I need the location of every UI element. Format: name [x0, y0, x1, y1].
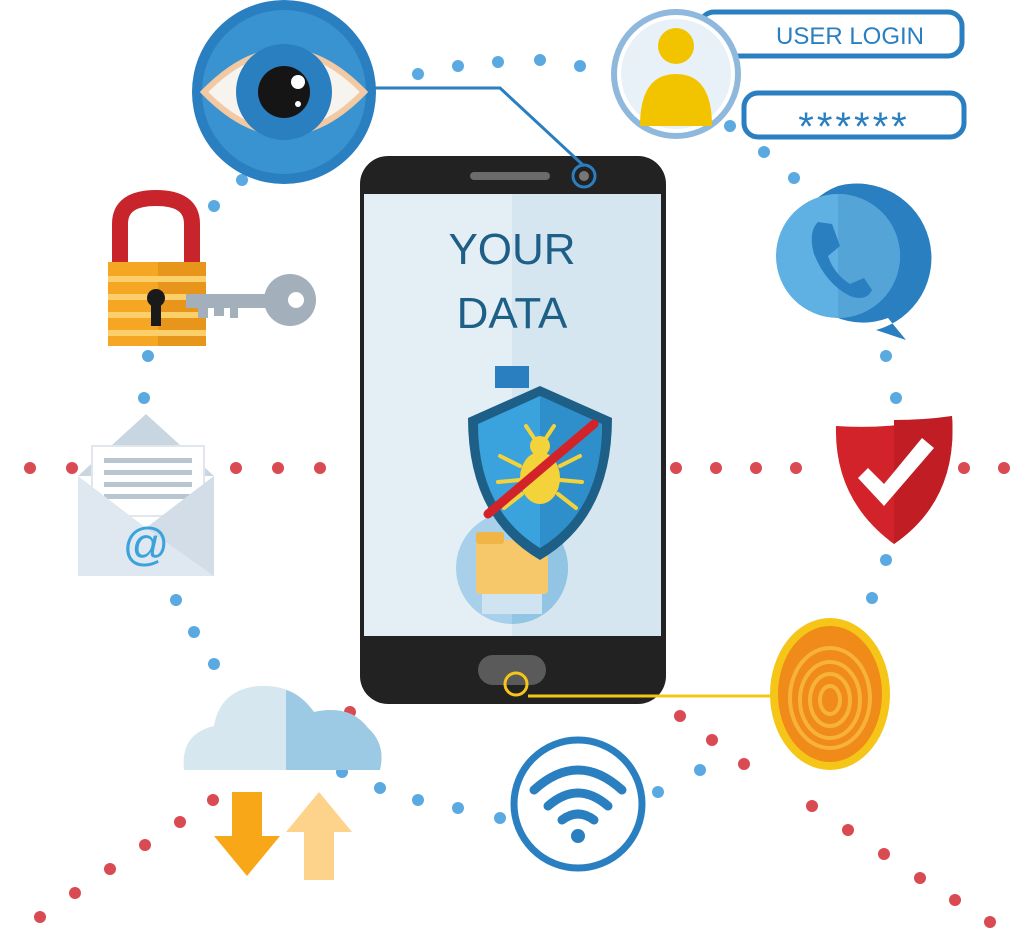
smartphone: YOUR DATA [360, 156, 666, 704]
fingerprint-icon [770, 618, 890, 770]
email-envelope-icon: @ [78, 414, 214, 576]
front-camera [579, 171, 589, 181]
email-at-symbol: @ [123, 518, 170, 570]
antivirus-shield-icon [468, 366, 612, 560]
download-arrow-icon [214, 792, 280, 876]
upload-arrow-icon [286, 792, 352, 880]
login-password-field[interactable] [741, 90, 967, 140]
home-button-highlight-ring [503, 671, 529, 697]
wifi-icon [510, 736, 646, 872]
dotted-lines [24, 54, 1010, 928]
user-login-icon: USER LOGIN ****** [611, 9, 967, 149]
screen-title-line1: YOUR [448, 225, 575, 274]
screen-title-line2: DATA [457, 289, 568, 338]
eye-connector [372, 86, 586, 168]
login-password-mask: ****** [798, 105, 909, 149]
home-button[interactable] [478, 655, 546, 685]
earpiece [470, 172, 550, 180]
eye-icon [192, 0, 376, 184]
lock-key-icon [108, 189, 316, 346]
check-shield-icon [835, 416, 953, 544]
phone-call-icon [776, 183, 932, 340]
cloud-sync-icon [183, 685, 382, 880]
login-title: USER LOGIN [776, 23, 924, 50]
